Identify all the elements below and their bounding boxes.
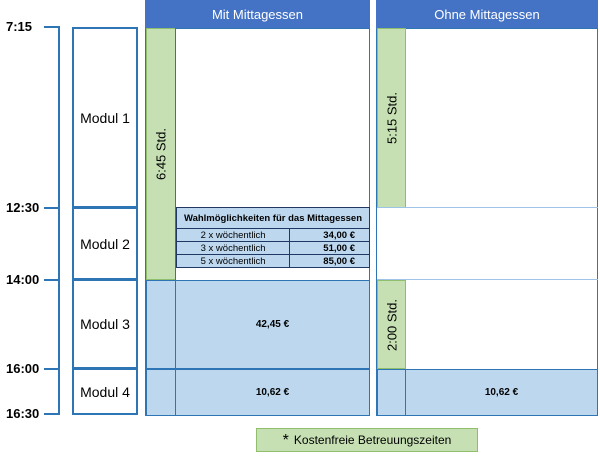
timeline-axis <box>58 26 60 414</box>
timeline-tick-1400 <box>44 279 60 281</box>
inner-divider-with-lunch <box>175 28 176 416</box>
lunch-options-title: Wahlmöglichkeiten für das Mittagessen <box>176 207 370 229</box>
module-4-cell-without-lunch-left <box>377 369 406 416</box>
lunch-option-price: 51,00 € <box>289 241 370 255</box>
module-4-box: Modul 4 <box>72 368 138 415</box>
time-label-1400: 14:00 <box>6 272 40 287</box>
free-care-bar-without-lunch-1: 5:15 Std. <box>377 28 406 208</box>
divider-1400-without-lunch <box>377 279 598 280</box>
care-hours-without-lunch-1: 5:15 Std. <box>384 91 399 145</box>
module-3-cell-with-lunch-left <box>146 280 176 369</box>
module-2-box: Modul 2 <box>72 207 138 280</box>
lunch-option-frequency: 5 x wöchentlich <box>175 254 291 268</box>
timeline-tick-715 <box>44 26 60 28</box>
column-title-without-lunch: Ohne Mittagessen <box>434 6 540 22</box>
module-4-price-cell-with-lunch: 10,62 € <box>175 369 370 416</box>
module-1-box: Modul 1 <box>72 27 138 208</box>
module-4-price-cell-without-lunch: 10,62 € <box>405 369 598 416</box>
legend-text: Kostenfreie Betreuungszeiten <box>293 433 452 447</box>
care-hours-with-lunch: 6:45 Std. <box>153 127 169 181</box>
free-care-bar-with-lunch: 6:45 Std. <box>146 28 176 280</box>
timeline-tick-1230 <box>44 207 60 209</box>
module-3-label: Modul 3 <box>80 316 130 332</box>
module-3-box: Modul 3 <box>72 279 138 369</box>
column-header-without-lunch: Ohne Mittagessen <box>376 0 598 28</box>
lunch-option-row: 2 x wöchentlich 34,00 € <box>175 228 370 242</box>
divider-1230-without-lunch <box>377 207 598 208</box>
module-3-price-cell-with-lunch: 42,45 € <box>175 280 370 369</box>
module-2-label: Modul 2 <box>80 235 130 252</box>
care-hours-without-lunch-2: 2:00 Std. <box>384 298 399 351</box>
lunch-option-frequency: 3 x wöchentlich <box>175 241 291 255</box>
column-title-with-lunch: Mit Mittagessen <box>211 6 304 22</box>
time-label-1630: 16:30 <box>6 406 40 421</box>
module-3-price-with-lunch: 42,45 € <box>255 319 290 330</box>
module-4-price-without-lunch: 10,62 € <box>484 387 519 398</box>
column-body-without-lunch <box>376 28 598 416</box>
timeline-tick-1600 <box>44 368 60 370</box>
lunch-option-frequency: 2 x wöchentlich <box>175 228 291 242</box>
module-4-cell-with-lunch-left <box>146 369 176 416</box>
module-1-label: Modul 1 <box>80 109 130 126</box>
time-label-715: 7:15 <box>6 19 33 34</box>
legend-free-care: * Kostenfreie Betreuungszeiten <box>256 428 478 452</box>
lunch-option-row: 3 x wöchentlich 51,00 € <box>175 241 370 255</box>
module-4-label: Modul 4 <box>80 383 130 400</box>
legend-star: * <box>282 432 289 449</box>
timeline-tick-1630 <box>44 413 60 415</box>
column-header-with-lunch: Mit Mittagessen <box>145 0 370 28</box>
lunch-option-price: 85,00 € <box>289 254 370 268</box>
lunch-option-row: 5 x wöchentlich 85,00 € <box>175 254 370 268</box>
time-label-1230: 12:30 <box>6 200 40 215</box>
lunch-options-table: Wahlmöglichkeiten für das Mittagessen 2 … <box>175 207 370 268</box>
time-label-1600: 16:00 <box>6 361 40 376</box>
lunch-option-price: 34,00 € <box>289 228 370 242</box>
free-care-bar-without-lunch-2: 2:00 Std. <box>377 280 406 369</box>
module-4-price-with-lunch: 10,62 € <box>255 387 290 398</box>
